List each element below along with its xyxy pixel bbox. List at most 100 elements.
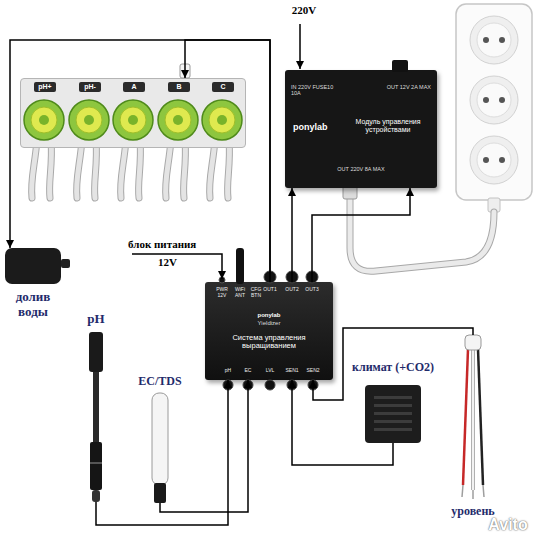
socket-face [477, 23, 511, 57]
wire-tip [462, 485, 484, 499]
wire-connector [313, 328, 473, 400]
port-label: WiFi ANT [232, 287, 248, 298]
sensor-jack [265, 380, 275, 390]
wire-connector [185, 40, 270, 282]
mains-lead [299, 24, 301, 69]
output-jack [264, 271, 276, 283]
pump-hub [173, 115, 183, 125]
sensor-caption: климат (+CO2) [352, 361, 464, 374]
power-strip [456, 4, 532, 200]
port-label: pH [219, 368, 237, 374]
water-pump: долив воды [5, 248, 61, 284]
wire-white [472, 349, 475, 490]
device-module: IN 220V FUSE10 10A OUT 12V 2A MAX ponylabМ… [285, 70, 437, 188]
supply-label: блок питания [128, 238, 228, 250]
rating-label: IN 220V FUSE10 10A [291, 84, 343, 96]
strip-cable-boot [488, 198, 500, 212]
pump-head [158, 100, 198, 140]
pump-block: pH+pH-ABC [20, 78, 246, 148]
socket-hole [499, 37, 505, 43]
pump-hub [39, 115, 49, 125]
vent-slot [374, 428, 412, 431]
supply-lead [132, 254, 222, 279]
device-title: Модуль управления устройствами [343, 118, 433, 134]
vent-slot [374, 420, 412, 423]
probe-body [90, 442, 102, 490]
power-cable [350, 198, 494, 271]
socket-hole [499, 157, 505, 163]
socket-hole [483, 157, 489, 163]
pump-label: B [168, 82, 190, 92]
wire-black [478, 349, 483, 485]
port-label: SEN1 [283, 368, 301, 374]
pump-rotor [76, 107, 102, 133]
probe-body [152, 393, 168, 485]
socket-face [477, 83, 511, 117]
connector-group [10, 40, 473, 525]
socket [470, 76, 518, 124]
brand-label: ponylab [293, 122, 341, 132]
pump-label: A [123, 82, 145, 92]
pump-outlet [61, 259, 70, 268]
pump-rotor [31, 107, 57, 133]
pump-cable-fitting [180, 64, 190, 78]
wire-connector [96, 380, 228, 525]
rating-label: OUT 12V 2A MAX [383, 84, 431, 90]
wire-red [463, 349, 468, 485]
pump-rotor [209, 107, 235, 133]
vent-slot [374, 412, 412, 415]
vent-slot [374, 396, 412, 399]
probe-cap [89, 332, 103, 372]
pump-tube-outline [32, 140, 230, 198]
probe-cable [93, 372, 99, 444]
node-outline [140, 375, 180, 503]
pump-head [113, 100, 153, 140]
node-outline [82, 312, 110, 502]
sensor-jack [287, 380, 297, 390]
port-label: EC [239, 368, 257, 374]
socket-hole [483, 37, 489, 43]
probe-caption: EC/TDS [125, 375, 195, 388]
rating-label: OUT 220V 8A MAX [331, 166, 391, 172]
sensor-cap [465, 335, 481, 350]
port-label: OUT3 [304, 287, 320, 293]
output-jack [306, 271, 318, 283]
wire-connector [312, 188, 410, 282]
socket-hole [483, 97, 489, 103]
ec-probe: EC/TDS [140, 375, 180, 503]
pump-hub [128, 115, 138, 125]
pump-hub [84, 115, 94, 125]
climate-sensor: климат (+CO2) [365, 385, 421, 443]
model-label: Yieldizer [244, 320, 294, 327]
wire-connector [160, 380, 248, 512]
probe-cap [154, 483, 166, 503]
wifi-antenna [236, 248, 244, 284]
port-label: SEN2 [304, 368, 322, 374]
probe-caption: pH [76, 312, 116, 327]
socket-face [477, 143, 511, 177]
peristaltic-pump [24, 100, 64, 140]
voltage-label: 220V [284, 4, 324, 16]
port-label: OUT2 [284, 287, 300, 293]
sensor-jack [243, 380, 253, 390]
probe-tip [92, 490, 100, 502]
port-label: CFG BTN [248, 287, 264, 298]
wire-connector [291, 188, 293, 282]
pump-label: pH- [79, 82, 101, 92]
vent-slot [374, 404, 412, 407]
output-jack [286, 271, 298, 283]
wire-outline [471, 349, 475, 490]
wire-connector [292, 380, 393, 465]
pump-rotor [120, 107, 146, 133]
voltage-label: 12V [158, 256, 188, 268]
probe-ring [90, 462, 102, 464]
pump-hub [217, 115, 227, 125]
power-cable-outline [350, 198, 494, 271]
pump-label: C [212, 82, 234, 92]
peristaltic-pump [202, 100, 242, 140]
ph-probe: pH [82, 312, 110, 502]
wire-connector [10, 40, 270, 282]
peristaltic-pump [158, 100, 198, 140]
